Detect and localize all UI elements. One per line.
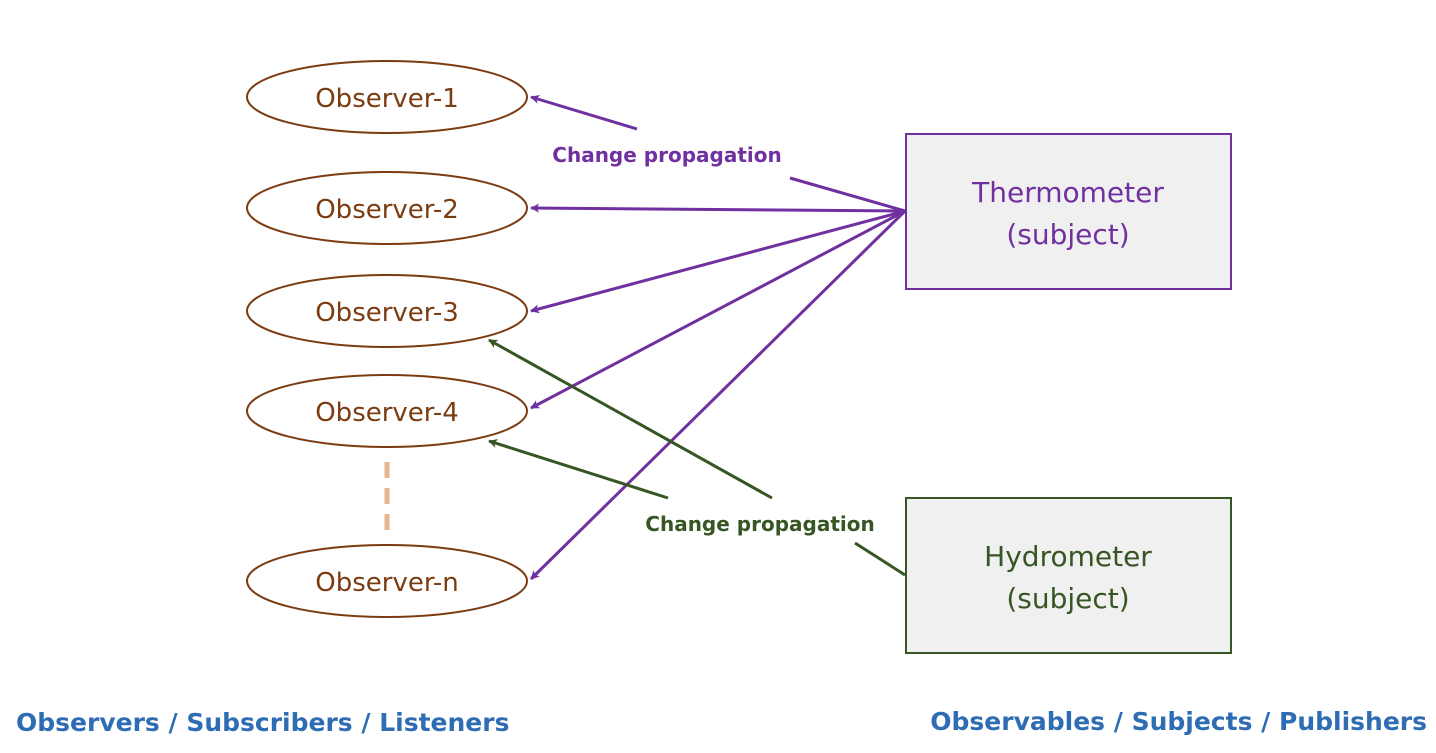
observer-node-4: Observer-4 bbox=[246, 374, 528, 448]
observer-node-2-label: Observer-2 bbox=[315, 195, 459, 225]
edge-thermometer-observer-n bbox=[529, 209, 907, 581]
observer-node-3: Observer-3 bbox=[246, 274, 528, 348]
observer-node-n-shape bbox=[246, 544, 528, 618]
thermometer-subtitle: (subject) bbox=[1006, 218, 1129, 251]
edge-hydrometer-observer-4 bbox=[488, 439, 669, 500]
subjects-group-label: Observables / Subjects / Publishers bbox=[930, 707, 1427, 736]
observer-node-4-shape bbox=[246, 374, 528, 448]
thermometer-title: Thermometer bbox=[971, 176, 1164, 209]
observer-node-4-label: Observer-4 bbox=[315, 398, 459, 428]
observer-node-n: Observer-n bbox=[246, 544, 528, 618]
observer-node-3-label: Observer-3 bbox=[315, 298, 459, 328]
observer-node-1-shape bbox=[246, 60, 528, 134]
edge-thermometer-observer-1-segment-b bbox=[530, 95, 638, 131]
edge-thermometer-observer-2 bbox=[530, 203, 906, 213]
observer-node-1: Observer-1 bbox=[246, 60, 528, 134]
thermometer-node: Thermometer (subject) bbox=[905, 133, 1232, 290]
edge-thermometer-observer-1-segment-a bbox=[789, 176, 906, 213]
hydrometer-subtitle: (subject) bbox=[1006, 582, 1129, 615]
observer-node-2: Observer-2 bbox=[246, 171, 528, 245]
thermometer-box bbox=[905, 133, 1232, 290]
hydrometer-edge-label: Change propagation bbox=[645, 512, 874, 536]
thermometer-edge-label: Change propagation bbox=[552, 143, 781, 167]
hydrometer-title: Hydrometer bbox=[984, 540, 1152, 573]
hydrometer-node: Hydrometer (subject) bbox=[905, 497, 1232, 654]
edge-hydrometer-observer-3-segment-b bbox=[854, 541, 906, 577]
observer-node-3-shape bbox=[246, 274, 528, 348]
hydrometer-edges bbox=[488, 338, 906, 577]
edge-thermometer-observer-4 bbox=[530, 209, 906, 410]
observer-node-n-label: Observer-n bbox=[315, 568, 458, 598]
edge-thermometer-observer-3 bbox=[530, 209, 906, 314]
observers-group-label: Observers / Subscribers / Listeners bbox=[16, 708, 509, 737]
thermometer-edges bbox=[529, 95, 907, 581]
observer-node-1-label: Observer-1 bbox=[315, 84, 459, 114]
observer-node-2-shape bbox=[246, 171, 528, 245]
hydrometer-box bbox=[905, 497, 1232, 654]
edge-hydrometer-observer-3-segment-a bbox=[488, 338, 773, 500]
